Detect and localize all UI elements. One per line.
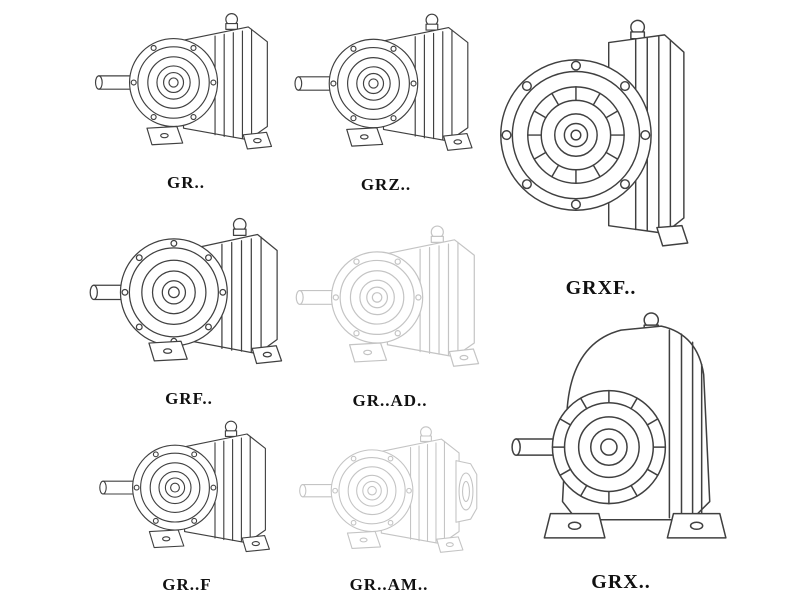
gr-f-gearbox-drawing (99, 420, 270, 553)
gearbox-figure-gr-f: GR..F (84, 410, 290, 596)
gearbox-label-grx: GRX.. (591, 571, 651, 593)
gr-gearbox-drawing (94, 13, 273, 150)
gr-ad-gearbox-drawing (295, 225, 480, 367)
gr-am-gearbox-drawing (290, 416, 488, 570)
gearbox-label-grf: GRF.. (165, 389, 213, 408)
gearbox-label-grz: GRZ.. (360, 175, 412, 194)
grx-gearbox-drawing (511, 312, 727, 539)
grxf-gearbox-drawing (500, 19, 689, 247)
grf-gearbox-drawing (89, 217, 283, 365)
gearbox-figure-grz: GRZ.. (290, 2, 482, 196)
gearbox-figure-grx: GRX.. (500, 302, 742, 594)
gearbox-label-gr-f: GR..F (162, 575, 212, 594)
gearbox-figure-gr-am: GR..AM.. (290, 416, 488, 596)
grz-gearbox-drawing (294, 13, 473, 151)
gearbox-label-gr: GR.. (167, 173, 205, 192)
gearbox-label-gr-am: GR..AM.. (349, 575, 429, 594)
gearbox-label-grxf: GRXF.. (565, 277, 637, 299)
gearbox-figure-grxf: GRXF.. (495, 0, 707, 300)
gearbox-figure-gr: GR.. (82, 2, 290, 194)
gearbox-figure-grf: GRF.. (86, 206, 292, 410)
gearbox-figure-gr-ad: GR..AD.. (290, 214, 490, 412)
gearbox-label-gr-ad: GR..AD.. (352, 391, 428, 410)
